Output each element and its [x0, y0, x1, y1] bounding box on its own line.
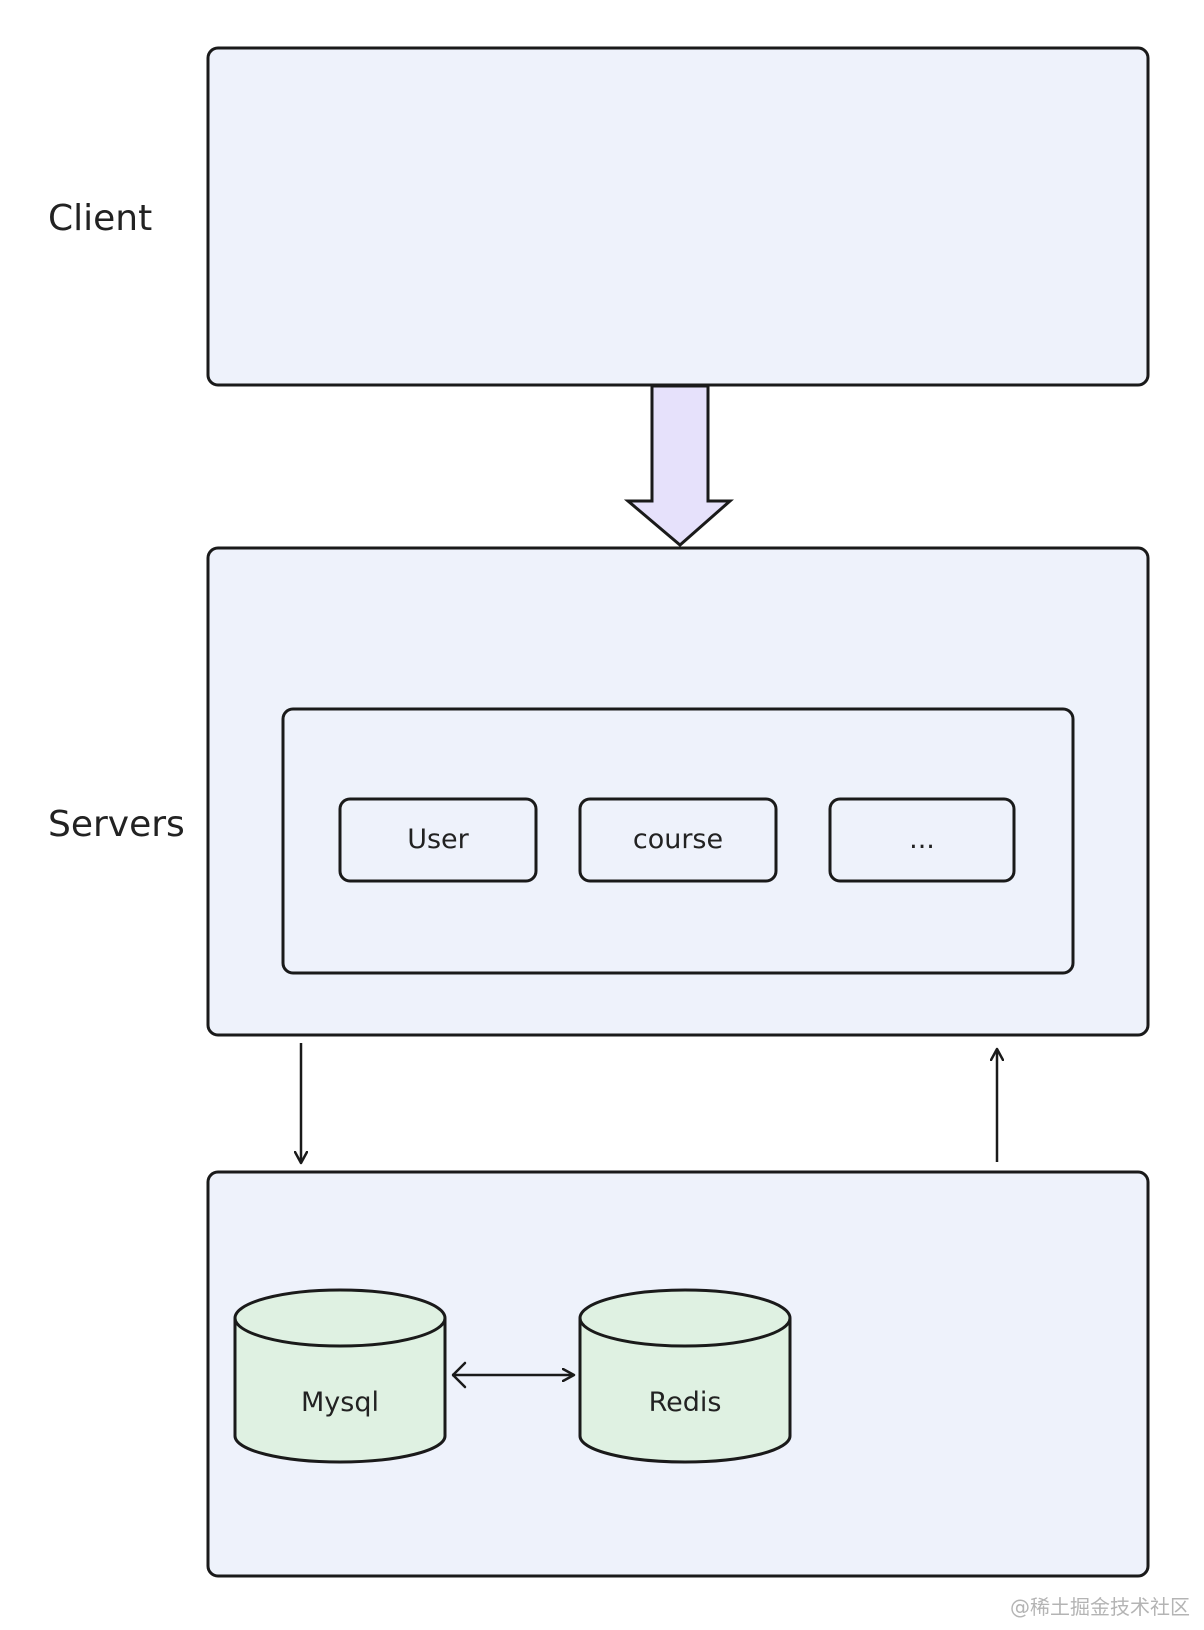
module-label-user: User: [407, 824, 469, 855]
client-panel: [206, 46, 1150, 387]
servers-layer-label: Servers: [48, 804, 185, 845]
client-layer-label: Client: [48, 198, 153, 239]
db-label-mysql: Mysql: [301, 1387, 379, 1418]
sync-arrow-left-head: [451, 1361, 467, 1389]
module-box-more: [828, 797, 1016, 883]
module-box-user: [338, 797, 538, 883]
module-box-course: [578, 797, 778, 883]
watermark-text: @稀土掘金技术社区: [1010, 1595, 1190, 1619]
request-arrow: [623, 384, 734, 547]
redis-cylinder: [578, 1288, 792, 1464]
mysql-cylinder: [233, 1288, 447, 1464]
module-label-more: ...: [909, 824, 935, 855]
db-label-redis: Redis: [648, 1387, 722, 1418]
module-label-course: course: [632, 824, 724, 855]
